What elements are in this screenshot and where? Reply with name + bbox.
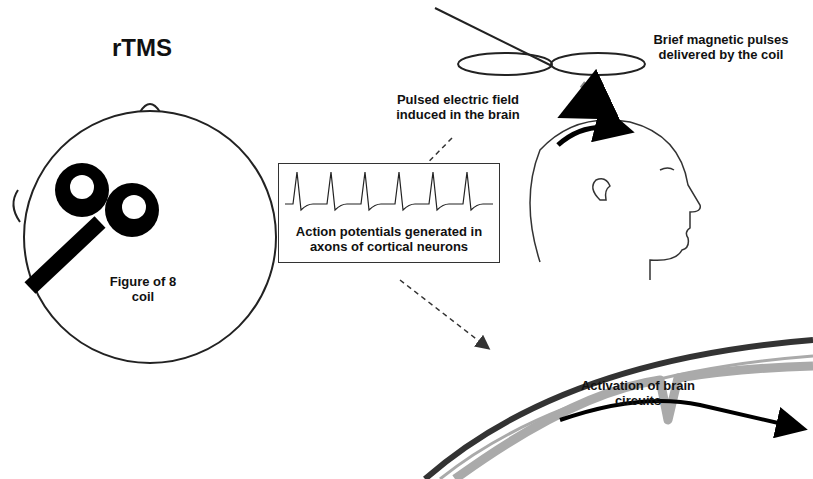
head-profile: [530, 120, 700, 280]
box-text: Action potentials generated in axons of …: [279, 224, 499, 262]
process-box: Action potentials generated in axons of …: [278, 163, 500, 263]
title-label: rTMS: [92, 34, 192, 62]
pulse-arrow: [570, 84, 589, 112]
circuit-label: Activation of brain circuits: [578, 378, 698, 408]
induced-current-arrow: [558, 127, 625, 145]
coil-side-view: [435, 8, 645, 75]
action-potential-trace: [279, 164, 499, 224]
brain-section: [425, 340, 813, 479]
head-top-view: [13, 104, 286, 363]
dashed-arrow: [400, 280, 488, 348]
pulse-label: Brief magnetic pulses delivered by the c…: [636, 32, 806, 62]
field-label: Pulsed electric field induced in the bra…: [378, 92, 538, 122]
figure-8-coil: [30, 163, 159, 288]
coil-label: Figure of 8 coil: [98, 274, 188, 304]
